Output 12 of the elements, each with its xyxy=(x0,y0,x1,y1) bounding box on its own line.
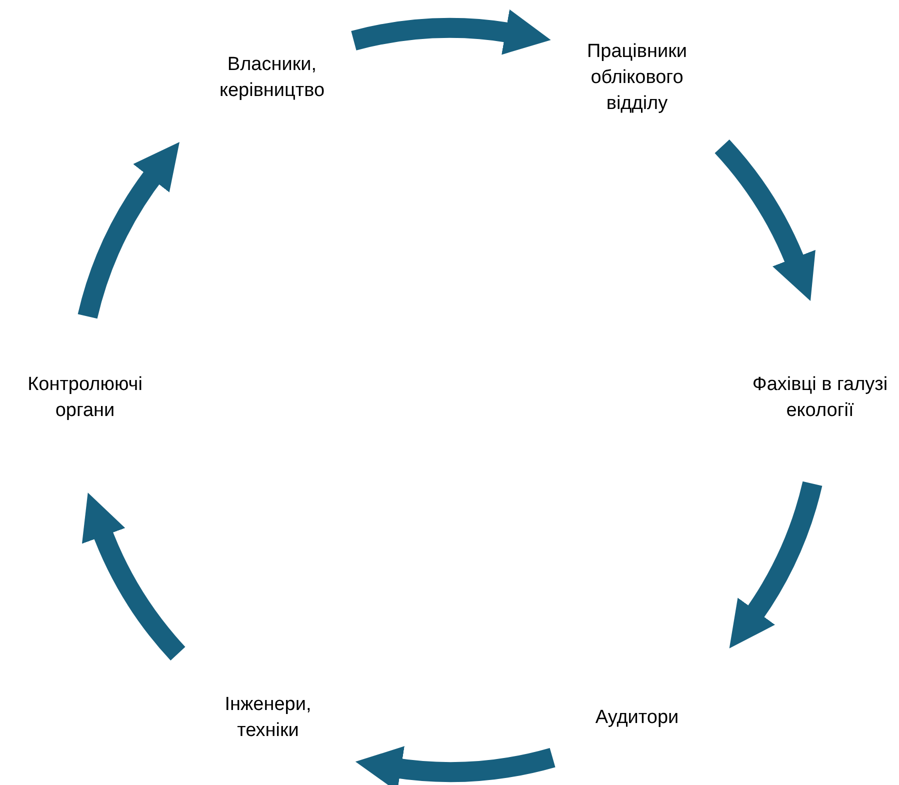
node-label: Працівники облікового відділу xyxy=(562,39,712,117)
node-label: Фахівці в галузі екології xyxy=(740,372,899,424)
curved-arrow xyxy=(730,480,822,650)
node-label: Аудитори xyxy=(572,705,702,731)
node-label: Власники, керівництво xyxy=(187,52,357,104)
curved-arrow xyxy=(78,140,178,320)
curved-arrow xyxy=(352,10,552,56)
curved-arrow xyxy=(82,493,186,660)
node-label: Інженери, техніки xyxy=(203,692,333,744)
node-label: Контролюючі органи xyxy=(2,372,168,424)
curved-arrow xyxy=(355,745,555,785)
curved-arrow xyxy=(714,140,815,300)
